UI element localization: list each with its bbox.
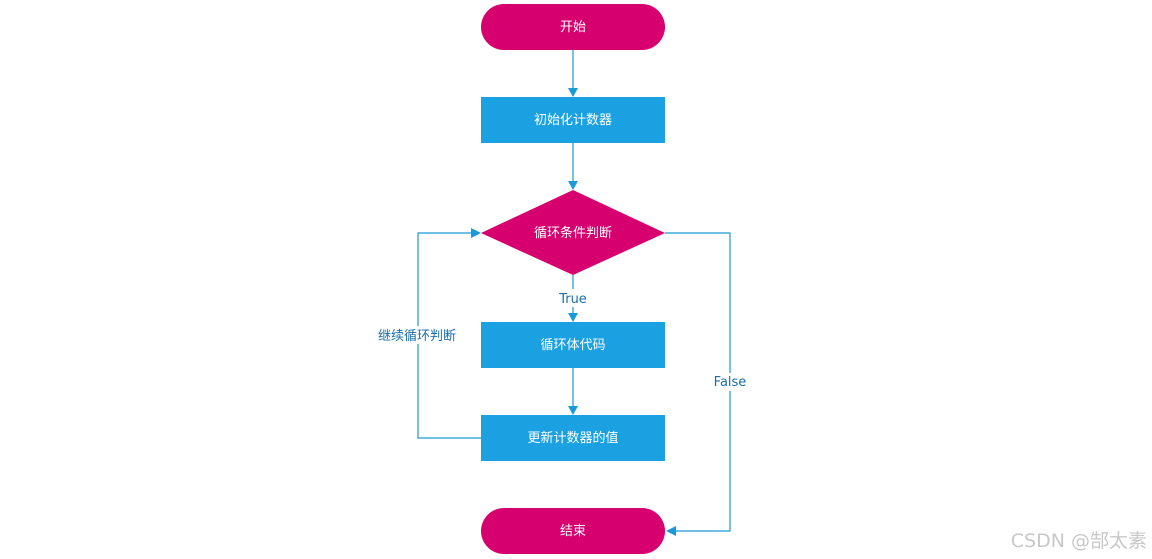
arrow-head-body: [568, 313, 578, 322]
watermark-text: CSDN @郜太素: [1011, 530, 1147, 552]
arrow-head-update: [568, 406, 578, 415]
arrow-head-loop: [471, 228, 481, 238]
start-terminal-shape: [481, 4, 665, 50]
init-label: 初始化计数器: [534, 113, 612, 128]
condition-decision-shape: [481, 190, 665, 275]
node-body: 循环体代码: [481, 322, 665, 368]
condition-label: 循环条件判断: [534, 225, 612, 241]
node-start: 开始: [481, 4, 665, 50]
arrow-head-condition: [568, 181, 578, 190]
update-process-shape: [481, 415, 665, 461]
init-process-shape: [481, 97, 665, 143]
body-label: 循环体代码: [540, 338, 605, 353]
end-terminal-shape: [481, 508, 665, 554]
edge-labels: True 继续循环判断 False: [363, 289, 748, 391]
node-end: 结束: [481, 508, 665, 554]
start-label: 开始: [560, 20, 586, 35]
arrow-head-init: [568, 88, 578, 97]
node-update: 更新计数器的值: [481, 415, 665, 461]
node-condition: 循环条件判断: [481, 190, 665, 275]
update-label: 更新计数器的值: [527, 430, 618, 446]
node-init: 初始化计数器: [481, 97, 665, 143]
edge-label-false: False: [714, 375, 747, 390]
arrow-head-end: [666, 526, 676, 536]
edge-label-true: True: [558, 292, 587, 307]
end-label: 结束: [560, 524, 586, 539]
body-process-shape: [481, 322, 665, 368]
edge-label-continue-loop: 继续循环判断: [378, 329, 456, 344]
